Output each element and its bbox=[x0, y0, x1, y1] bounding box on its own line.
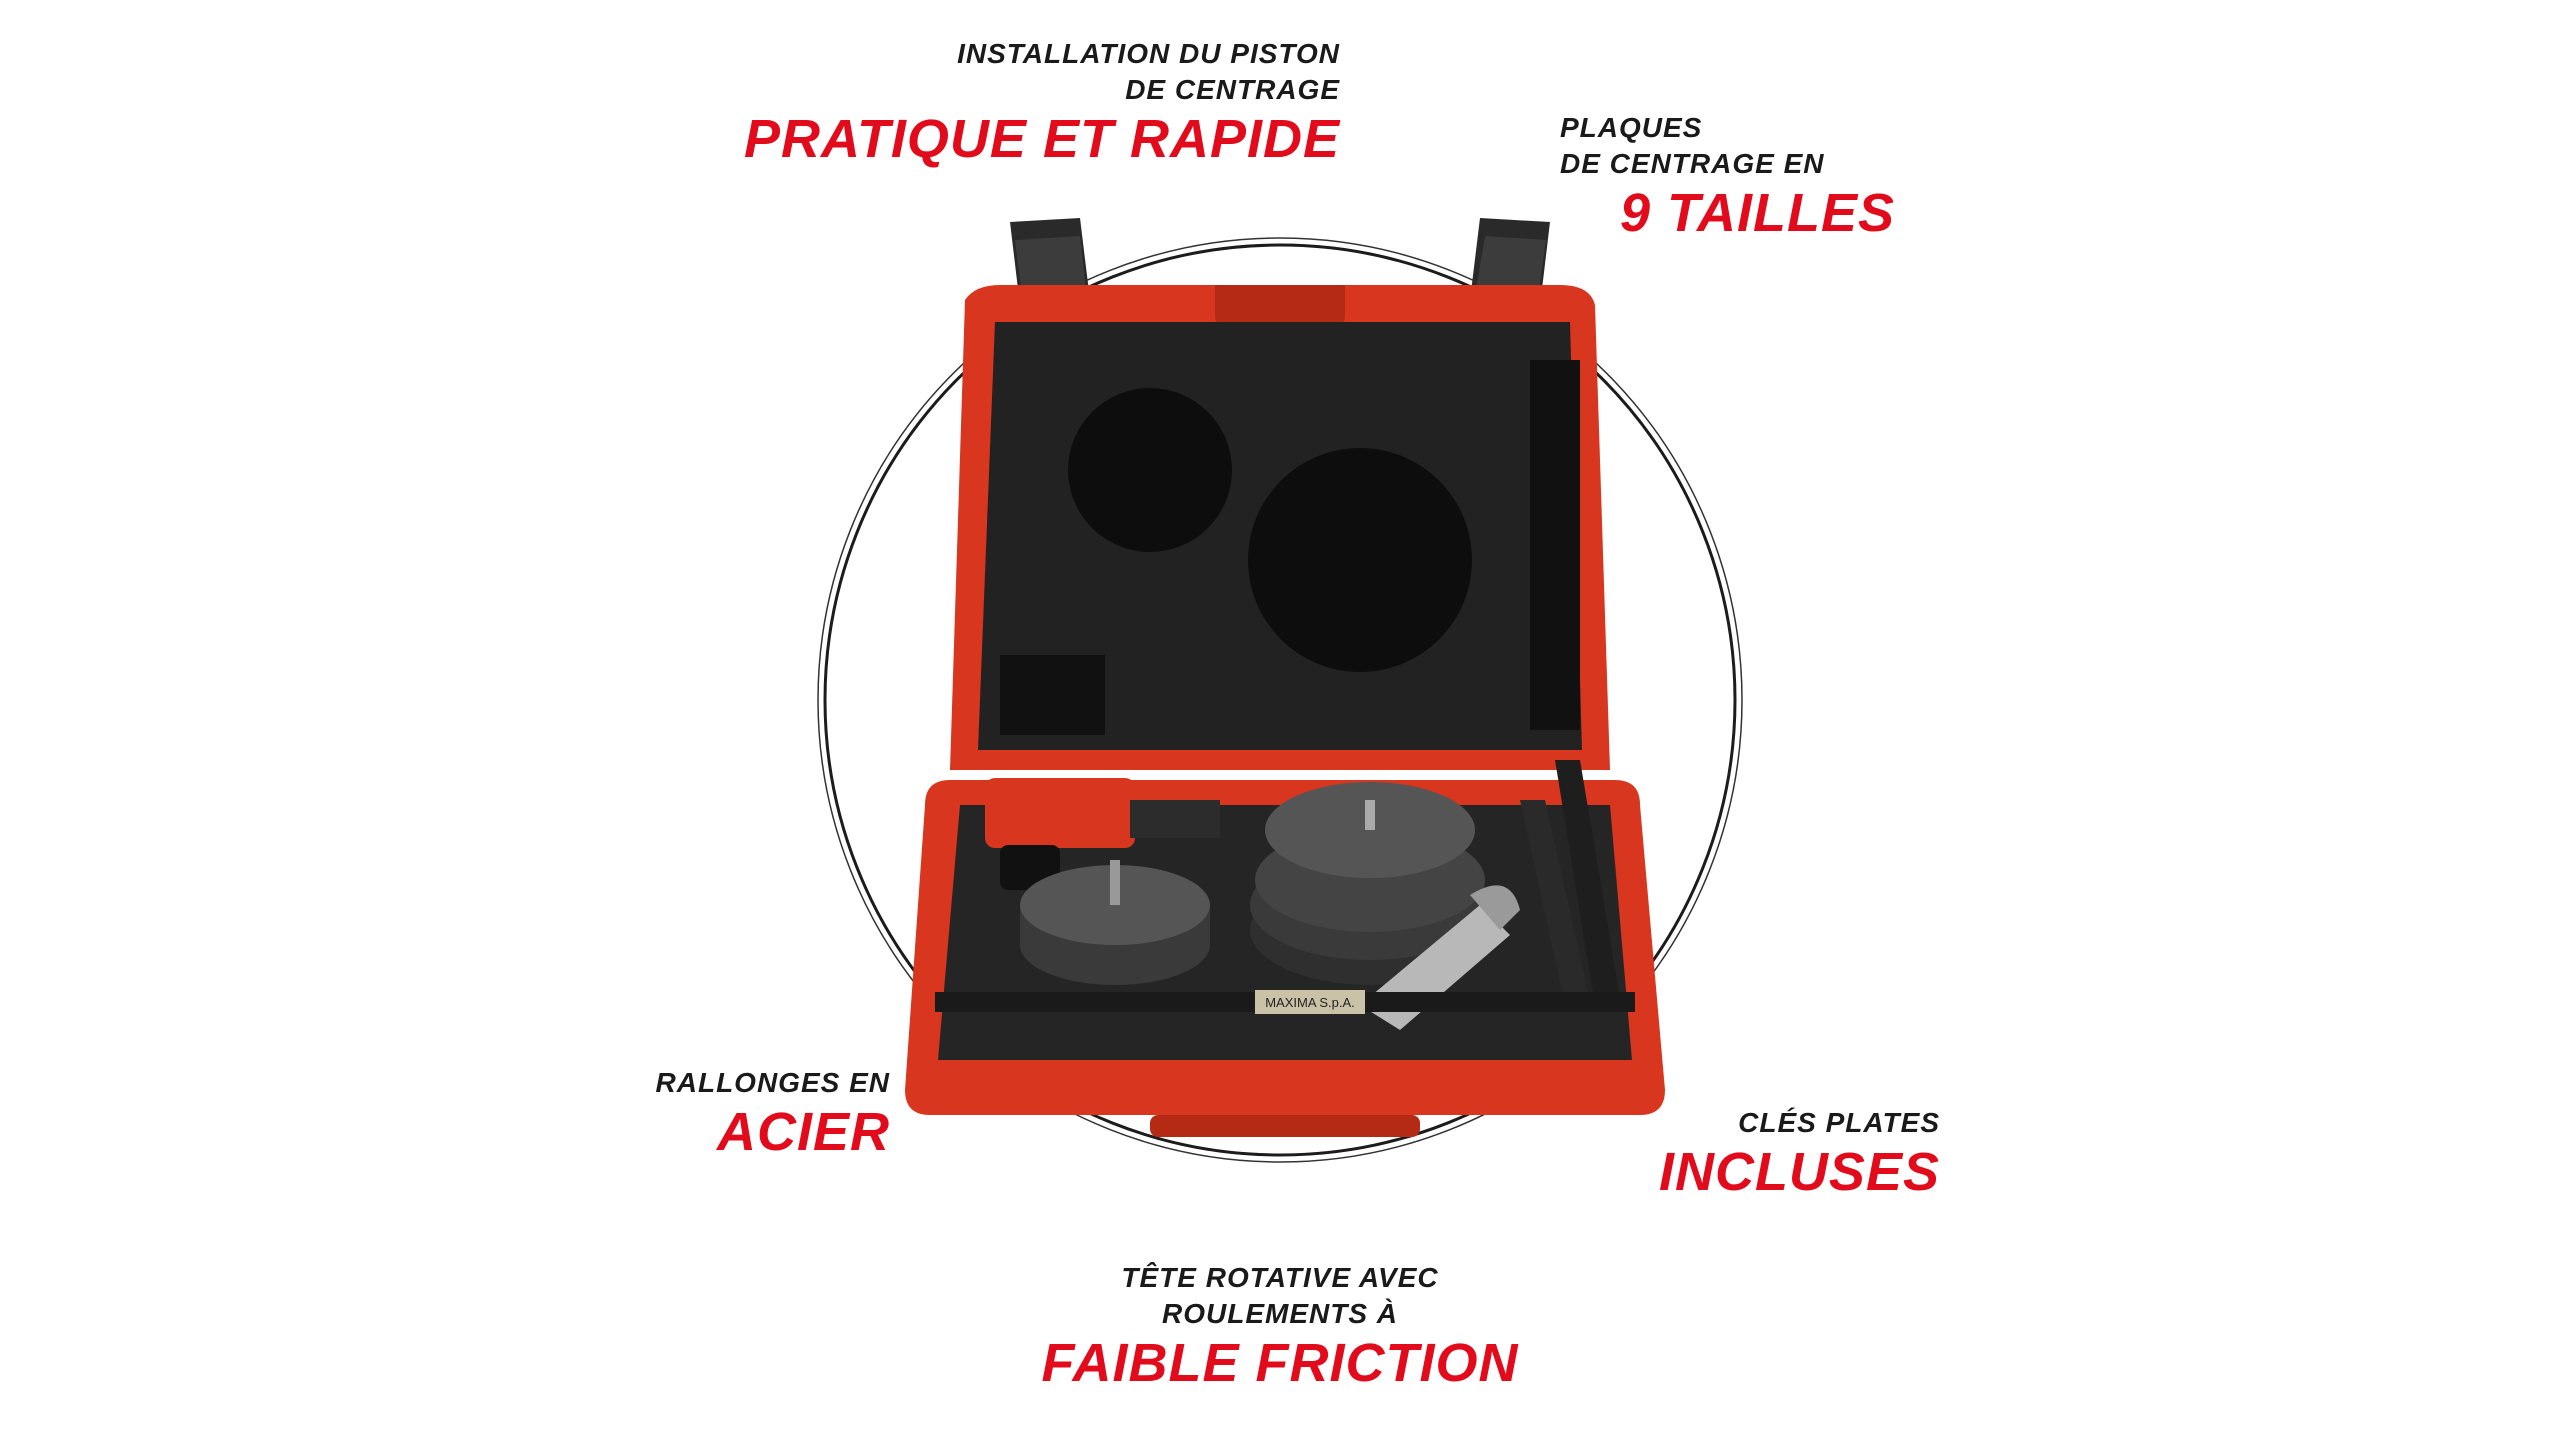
callout-small-text: CLÉS PLATES bbox=[1738, 1107, 1940, 1138]
callout-highlight: FAIBLE FRICTION bbox=[1041, 1333, 1519, 1393]
callout-small-text: RALLONGES EN bbox=[655, 1067, 890, 1098]
callout-small-text: INSTALLATION DU PISTON bbox=[957, 38, 1340, 69]
callout-steel-extensions: RALLONGES EN ACIER bbox=[540, 1065, 890, 1163]
callout-small-text: PLAQUES bbox=[1560, 112, 1703, 143]
callout-centering-plates: PLAQUES DE CENTRAGE EN 9 TAILLES bbox=[1560, 110, 1980, 244]
case-base: MAXIMA S.p.A. bbox=[905, 760, 1665, 1137]
callout-rotating-head: TÊTE ROTATIVE AVEC ROULEMENTS À FAIBLE F… bbox=[930, 1260, 1630, 1394]
callout-small-text: ROULEMENTS À bbox=[1162, 1298, 1398, 1329]
callout-highlight: INCLUSES bbox=[1658, 1142, 1940, 1202]
callout-highlight: 9 TAILLES bbox=[1620, 183, 1896, 243]
foam-cutout-square bbox=[1000, 655, 1105, 735]
callout-small-text: DE CENTRAGE bbox=[1125, 74, 1340, 105]
case-latch-left bbox=[1010, 218, 1090, 306]
callout-highlight: PRATIQUE ET RAPIDE bbox=[743, 109, 1340, 169]
foam-cutout-slot bbox=[1530, 360, 1580, 730]
callout-small-text: DE CENTRAGE EN bbox=[1560, 148, 1825, 179]
case-lid bbox=[950, 285, 1610, 770]
callout-centering-piston: INSTALLATION DU PISTON DE CENTRAGE PRATI… bbox=[660, 36, 1340, 170]
callout-highlight: ACIER bbox=[716, 1102, 890, 1162]
foam-cutout-large bbox=[1248, 448, 1472, 672]
callout-small-text: TÊTE ROTATIVE AVEC bbox=[1121, 1262, 1439, 1293]
tool-label: MAXIMA S.p.A. bbox=[1265, 995, 1355, 1010]
case-latch-right bbox=[1470, 218, 1550, 306]
callout-wrenches-included: CLÉS PLATES INCLUSES bbox=[1620, 1105, 1940, 1203]
decorative-ring bbox=[817, 237, 1743, 1163]
foam-cutout-small bbox=[1068, 388, 1232, 552]
